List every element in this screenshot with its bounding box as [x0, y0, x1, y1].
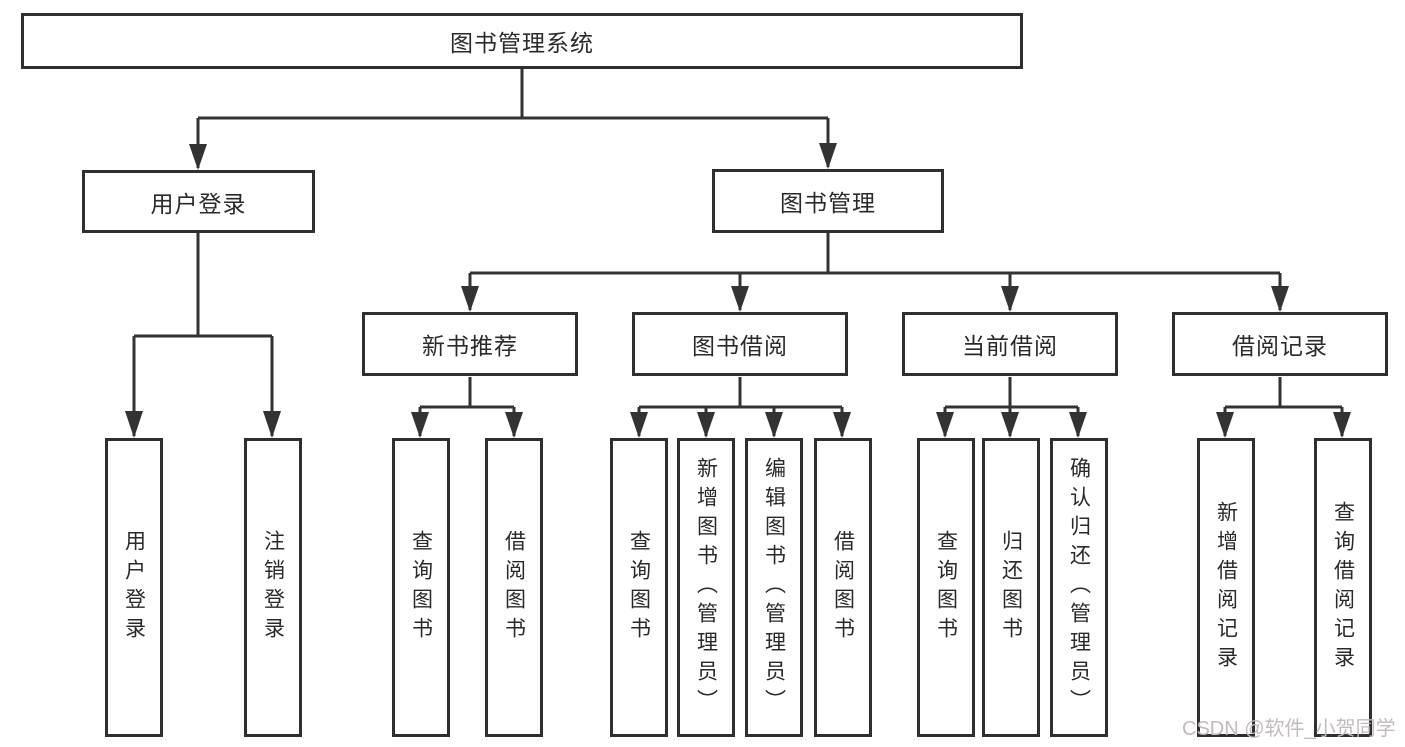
connector-paths [132, 69, 1344, 436]
node-book-borrow-section: 图书借阅 [632, 312, 848, 376]
node-book-borrow-section-label: 图书借阅 [692, 333, 788, 359]
leaf-confirm-return-admin-label: 确认归还（管理员） [1067, 457, 1091, 718]
arrowhead [189, 144, 207, 170]
connector-user-login [132, 233, 274, 436]
csdn-watermark: CSDN @软件_小贺同学 [1182, 718, 1396, 740]
node-user-login-branch-label: 用户登录 [150, 190, 247, 217]
leaf-query-book-3-label: 查询图书 [934, 529, 958, 646]
arrowhead [1216, 412, 1234, 438]
leaf-add-borrow-record-label: 新增借阅记录 [1214, 500, 1238, 675]
arrowhead [263, 411, 281, 438]
leaf-edit-book-admin: 编辑图书（管理员） [745, 438, 803, 737]
connector-book-mgmt [468, 233, 1282, 310]
leaf-query-book-2-label: 查询图书 [627, 529, 651, 646]
arrowhead [765, 412, 783, 438]
leaf-query-book-3: 查询图书 [917, 438, 975, 737]
node-root: 图书管理系统 [21, 13, 1023, 69]
connector-root [196, 69, 830, 168]
leaf-borrow-book-2: 借阅图书 [814, 438, 872, 737]
leaf-query-book-2: 查询图书 [610, 438, 668, 737]
connector-book-borrow [637, 377, 844, 436]
leaf-logout: 注销登录 [244, 438, 302, 737]
node-book-mgmt-branch: 图书管理 [712, 169, 944, 233]
leaf-add-book-admin: 新增图书（管理员） [677, 438, 735, 737]
connector-borrow-record [1223, 377, 1344, 436]
arrowhead [630, 412, 648, 438]
leaf-return-book: 归还图书 [982, 438, 1040, 737]
leaf-confirm-return-admin: 确认归还（管理员） [1050, 438, 1108, 737]
leaf-query-book-1-label: 查询图书 [409, 529, 433, 646]
arrowhead [411, 412, 429, 438]
arrowhead [1333, 412, 1351, 438]
node-current-borrow-section: 当前借阅 [902, 312, 1118, 376]
leaf-edit-book-admin-label: 编辑图书（管理员） [762, 457, 786, 718]
leaf-borrow-book-2-label: 借阅图书 [831, 529, 855, 646]
node-book-mgmt-branch-label: 图书管理 [780, 190, 876, 216]
arrowhead [697, 412, 715, 438]
node-new-book-section: 新书推荐 [362, 312, 578, 376]
connector-new-book [418, 377, 516, 436]
leaf-user-login-label: 用户登录 [122, 529, 146, 646]
arrowhead [1271, 286, 1289, 312]
arrowhead [505, 412, 523, 438]
node-current-borrow-section-label: 当前借阅 [962, 333, 1058, 359]
leaf-logout-label: 注销登录 [261, 529, 285, 646]
arrowhead [833, 412, 851, 438]
node-borrow-record-section: 借阅记录 [1172, 312, 1388, 376]
node-borrow-record-section-label: 借阅记录 [1232, 333, 1328, 359]
leaf-query-book-1: 查询图书 [392, 438, 450, 737]
arrowhead [1001, 286, 1019, 312]
leaf-add-book-admin-label: 新增图书（管理员） [694, 457, 718, 718]
leaf-return-book-label: 归还图书 [999, 529, 1023, 646]
connector-current-borrow [943, 377, 1080, 436]
node-new-book-section-label: 新书推荐 [422, 333, 518, 359]
arrowhead [1001, 412, 1019, 438]
leaf-query-borrow-record-label: 查询借阅记录 [1331, 500, 1355, 675]
arrowhead [936, 412, 954, 438]
arrowhead [125, 411, 143, 438]
arrowhead [731, 286, 749, 312]
arrowhead [819, 143, 837, 169]
arrowhead [461, 286, 479, 312]
arrowhead [1069, 412, 1087, 438]
leaf-borrow-book-1: 借阅图书 [485, 438, 543, 737]
node-user-login-branch: 用户登录 [82, 170, 315, 233]
node-root-label: 图书管理系统 [450, 30, 594, 56]
leaf-borrow-book-1-label: 借阅图书 [502, 529, 526, 646]
leaf-query-borrow-record: 查询借阅记录 [1314, 438, 1372, 737]
leaf-add-borrow-record: 新增借阅记录 [1197, 438, 1255, 737]
leaf-user-login: 用户登录 [105, 438, 163, 737]
